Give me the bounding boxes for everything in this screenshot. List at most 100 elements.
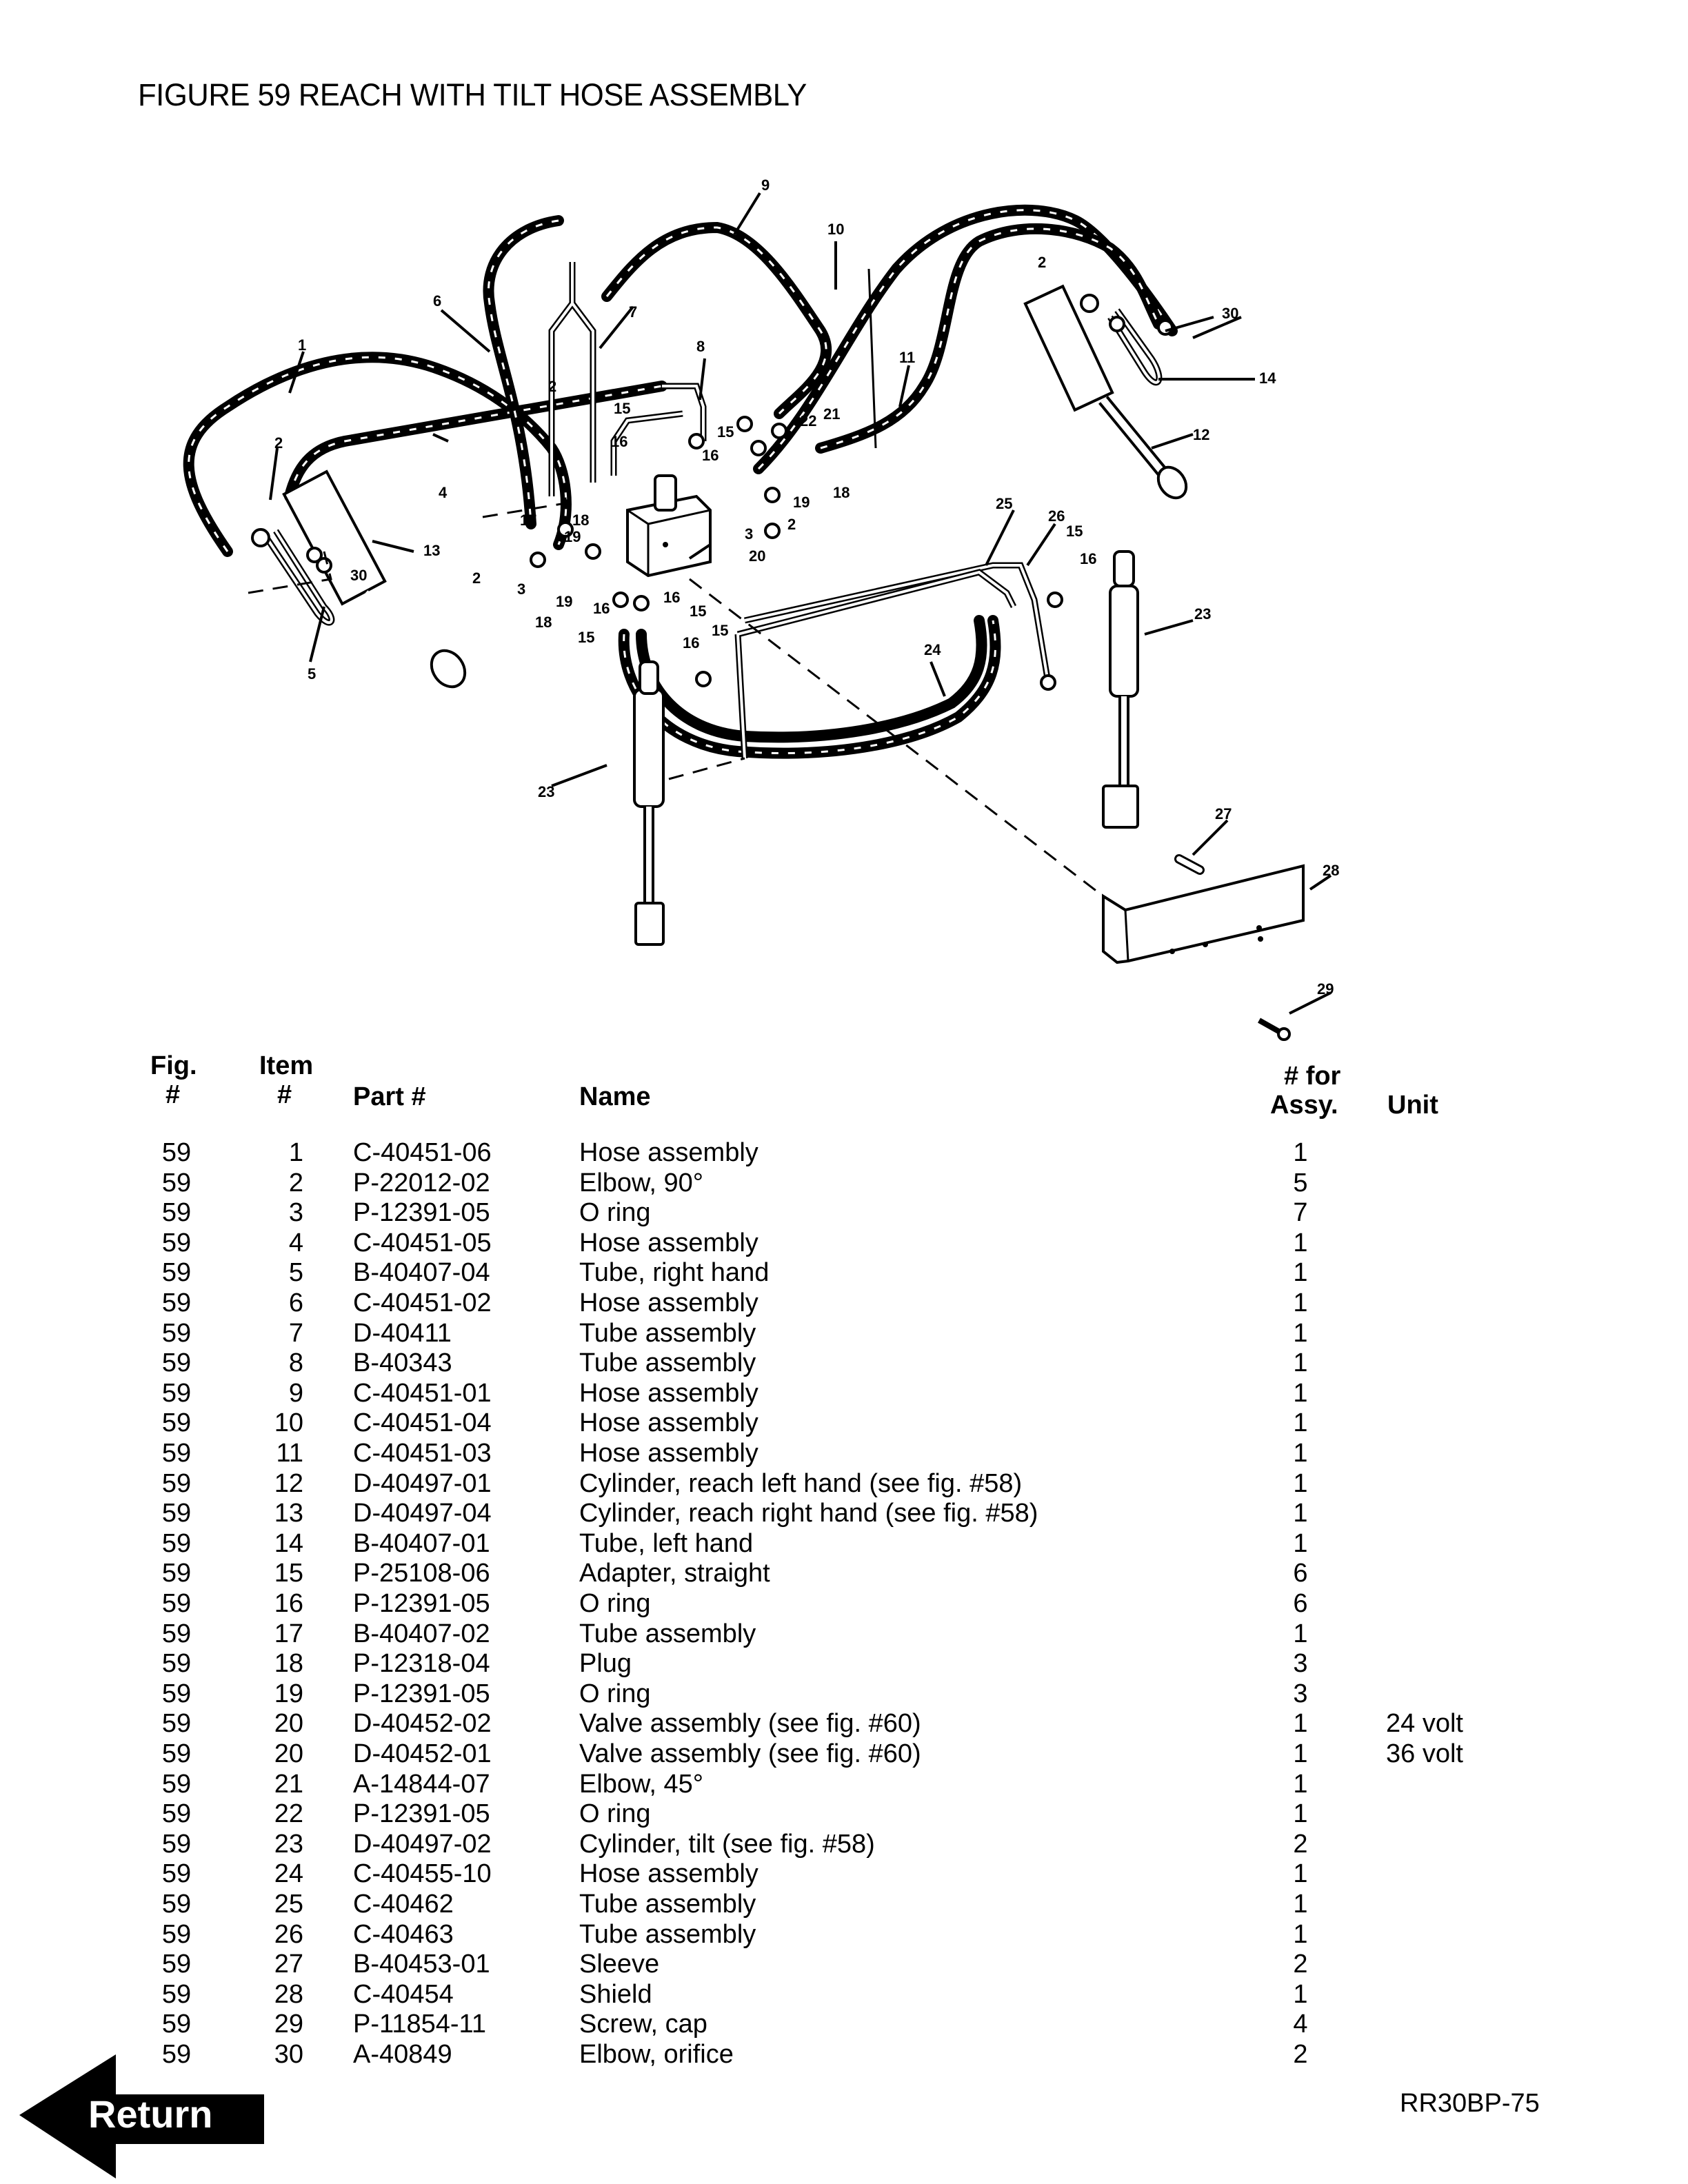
cell-part-number: C-40455-10 — [353, 1859, 492, 1889]
return-button[interactable]: Return — [19, 2054, 268, 2178]
cell-part-number: D-40497-01 — [353, 1468, 492, 1498]
header-qty: # for — [1284, 1062, 1341, 1091]
cell-item: 8 — [288, 1348, 303, 1378]
cell-name: Hose assembly — [579, 1859, 758, 1889]
cell-name: Cylinder, reach right hand (see fig. #58… — [579, 1499, 1038, 1528]
cell-qty: 1 — [1293, 1288, 1308, 1317]
table-row: 59 11 C-40451-03 Hose assembly 1 — [0, 1438, 1688, 1468]
table-row: 59 3 P-12391-05 O ring 7 — [0, 1197, 1688, 1228]
table-row: 59 22 P-12391-05 O ring 1 — [0, 1799, 1688, 1829]
cell-qty: 1 — [1293, 1499, 1308, 1528]
screw-29 — [1258, 1018, 1291, 1041]
cell-item: 13 — [274, 1499, 303, 1528]
cylinder-23-right — [1102, 550, 1139, 829]
cell-name: Tube assembly — [579, 1619, 756, 1648]
callout-2: 2 — [274, 434, 283, 452]
cell-qty: 1 — [1293, 1378, 1308, 1408]
cell-part-number: B-40453-01 — [353, 1950, 490, 1979]
callout-24: 24 — [924, 641, 941, 658]
table-row: 59 9 C-40451-01 Hose assembly 1 — [0, 1378, 1688, 1408]
cell-fig: 59 — [161, 1439, 192, 1468]
cell-qty: 1 — [1293, 1228, 1308, 1257]
cell-item: 21 — [274, 1769, 303, 1799]
return-label: Return — [88, 2092, 213, 2136]
callout-23: 23 — [1194, 605, 1211, 623]
callout-3: 3 — [517, 580, 525, 598]
cell-qty: 1 — [1293, 1709, 1308, 1739]
cell-part-number: C-40462 — [353, 1890, 454, 1919]
cell-name: O ring — [579, 1679, 651, 1708]
callout-15: 15 — [1066, 523, 1083, 540]
callout-15: 15 — [690, 603, 706, 620]
cell-fig: 59 — [161, 1468, 192, 1498]
callouts: 1 2 2 2 2 2 3 3 4 5 6 7 8 9 10 11 12 13 … — [274, 176, 1339, 998]
cell-name: Screw, cap — [579, 2010, 707, 2039]
callout-8: 8 — [696, 338, 705, 355]
cell-fig: 59 — [161, 1258, 192, 1288]
table-row: 59 8 B-40343 Tube assembly 1 — [0, 1348, 1688, 1378]
cell-fig: 59 — [161, 1979, 192, 2009]
cell-part-number: D-40452-01 — [353, 1739, 492, 1768]
cell-part-number: B-40407-04 — [353, 1258, 490, 1288]
hose-1 — [183, 352, 572, 557]
table-row: 59 1 C-40451-06 Hose assembly 1 — [0, 1138, 1688, 1168]
cell-qty: 1 — [1293, 1979, 1308, 2009]
callout-16: 16 — [611, 433, 627, 450]
callout-19: 19 — [793, 494, 810, 511]
cell-qty: 2 — [1293, 1950, 1308, 1979]
cell-qty: 2 — [1293, 2040, 1308, 2069]
callout-2: 2 — [787, 516, 796, 533]
cell-qty: 1 — [1293, 1919, 1308, 1949]
cell-part-number: P-25108-06 — [353, 1559, 490, 1588]
cell-name: Sleeve — [579, 1950, 660, 1979]
cell-name: Cylinder, tilt (see fig. #58) — [579, 1829, 875, 1859]
figure-title: FIGURE 59 REACH WITH TILT HOSE ASSEMBLY — [138, 77, 807, 112]
cell-item: 5 — [288, 1258, 303, 1288]
cell-fig: 59 — [161, 1589, 192, 1618]
cell-item: 27 — [274, 1950, 303, 1979]
callout-16: 16 — [663, 589, 680, 606]
cell-item: 18 — [274, 1649, 303, 1679]
tube-26 — [734, 569, 1017, 759]
cell-fig: 59 — [161, 1378, 192, 1408]
callout-9: 9 — [761, 176, 770, 194]
cell-part-number: P-12318-04 — [353, 1649, 490, 1679]
cell-item: 22 — [274, 1799, 303, 1829]
cell-part-number: C-40451-02 — [353, 1288, 492, 1317]
header-qty-assy: Assy. — [1270, 1091, 1338, 1120]
callout-11: 11 — [899, 349, 915, 366]
cell-item: 12 — [274, 1468, 303, 1498]
cell-name: Cylinder, reach left hand (see fig. #58) — [579, 1468, 1023, 1498]
cell-name: Hose assembly — [579, 1228, 758, 1257]
cell-fig: 59 — [161, 1499, 192, 1528]
cell-fig: 59 — [161, 1679, 192, 1708]
cell-part-number: C-40451-06 — [353, 1138, 492, 1167]
callout-18: 18 — [833, 484, 850, 501]
callout-14: 14 — [1259, 370, 1276, 387]
cell-name: Hose assembly — [579, 1138, 758, 1167]
callout-2: 2 — [472, 569, 481, 587]
hose-4 — [284, 381, 667, 502]
cell-part-number: C-40451-03 — [353, 1439, 492, 1468]
callout-10: 10 — [827, 221, 844, 238]
cell-qty: 1 — [1293, 1439, 1308, 1468]
sleeve-27 — [1174, 854, 1205, 875]
cell-fig: 59 — [161, 1859, 192, 1889]
alignment-lines — [248, 268, 1104, 898]
cell-qty: 6 — [1293, 1589, 1308, 1618]
cell-part-number: B-40407-01 — [353, 1528, 490, 1558]
callout-5: 5 — [308, 665, 316, 682]
cell-name: Hose assembly — [579, 1408, 758, 1438]
callout-4: 4 — [439, 484, 448, 501]
cell-name: Tube, right hand — [579, 1258, 770, 1288]
callout-26: 26 — [1048, 507, 1065, 525]
cell-item: 25 — [274, 1890, 303, 1919]
cell-item: 14 — [274, 1528, 303, 1558]
cell-item: 2 — [288, 1168, 303, 1197]
cell-name: Hose assembly — [579, 1288, 758, 1317]
header-item-hash: # — [277, 1080, 292, 1109]
cell-item: 19 — [274, 1679, 303, 1708]
cell-part-number: B-40343 — [353, 1348, 452, 1378]
cell-fig: 59 — [161, 1528, 192, 1558]
cell-fig: 59 — [161, 1348, 192, 1378]
